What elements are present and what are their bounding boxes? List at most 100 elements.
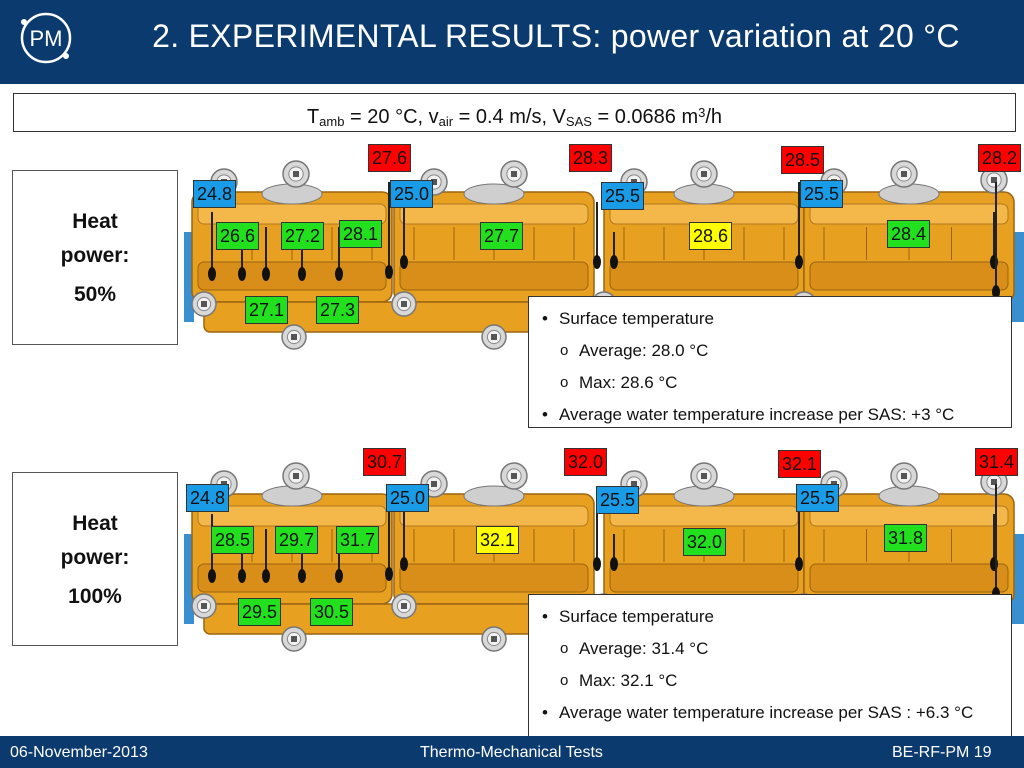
sub-bullet-item: Average: 28.0 °C (539, 335, 1003, 367)
flange-bolt (701, 473, 707, 479)
temp-outlet-tag: 28.5 (781, 146, 825, 174)
temp-surface-tag: 26.6 (216, 222, 260, 250)
temp-inlet-tag: 25.5 (596, 486, 640, 514)
pm-logo-icon: PM (20, 12, 72, 64)
temp-surface-tag: 28.5 (211, 526, 255, 554)
thermocouple-tip (992, 285, 1000, 299)
thermocouple-tip (238, 569, 246, 583)
cavity-bottom-rail (609, 261, 799, 291)
thermocouple-tip (795, 557, 803, 571)
header-bar: PM 2. EXPERIMENTAL RESULTS: power variat… (0, 0, 1024, 84)
waveguide-port (463, 485, 525, 507)
end-plate-left (184, 534, 194, 624)
temp-surface-tag: 27.1 (245, 296, 289, 324)
temp-surface-tag: 31.7 (336, 526, 380, 554)
temp-surface-tag: 27.3 (316, 296, 360, 324)
flange-bolt (291, 334, 297, 340)
flange-bolt (431, 179, 437, 185)
temp-outlet-tag: 30.7 (363, 448, 407, 476)
temp-surface-tag: 27.7 (480, 222, 524, 250)
temp-outlet-tag: 28.2 (978, 144, 1022, 172)
waveguide-port (878, 183, 940, 205)
thermocouple-tip (593, 557, 601, 571)
flange-bolt (401, 301, 407, 307)
waveguide-port (878, 485, 940, 507)
temp-inlet-tag: 25.5 (796, 484, 840, 512)
flange-bolt (293, 473, 299, 479)
cavity-bottom-rail (809, 563, 1009, 593)
end-plate-right (1012, 534, 1024, 624)
temp-surface-tag: 28.4 (887, 220, 931, 248)
thermocouple-tip (262, 569, 270, 583)
thermocouple-tip (208, 569, 216, 583)
svg-text:PM: PM (30, 26, 63, 51)
bullet-item: Surface temperature (539, 303, 1003, 335)
temp-surface-tag: 29.5 (238, 598, 282, 626)
heat-power-50-label: Heat power: 50% (12, 170, 178, 345)
temp-surface-tag: 28.1 (339, 220, 383, 248)
temp-surface-tag: 32.0 (683, 528, 727, 556)
thermocouple-tip (335, 267, 343, 281)
flange-bolt (293, 171, 299, 177)
thermocouple-tip (795, 255, 803, 269)
thermocouple-tip (208, 267, 216, 281)
flange-bolt (291, 636, 297, 642)
cavity-bottom-rail (399, 563, 589, 593)
flange-bolt (701, 171, 707, 177)
thermocouple-tip (610, 557, 618, 571)
footer-page-number: BE-RF-PM 19 (892, 744, 992, 761)
footer-date: 06-November-2013 (10, 744, 148, 761)
flange-bolt (431, 481, 437, 487)
temp-outlet-tag: 31.4 (975, 448, 1019, 476)
waveguide-port (463, 183, 525, 205)
temp-surface-tag: 30.5 (310, 598, 354, 626)
thermocouple-tip (335, 569, 343, 583)
thermocouple-tip (298, 267, 306, 281)
sub-bullet-item: Max: 28.6 °C (539, 367, 1003, 399)
flange-bolt (511, 171, 517, 177)
thermocouple-tip (400, 255, 408, 269)
results-summary-50: Surface temperature Average: 28.0 °C Max… (528, 296, 1012, 431)
flange-bolt (901, 171, 907, 177)
temp-inlet-tag: 24.8 (193, 180, 237, 208)
end-plate-left (184, 232, 194, 322)
footer-bar: 06-November-2013 Thermo-Mechanical Tests… (0, 736, 1024, 768)
temp-inlet-tag: 25.0 (386, 484, 430, 512)
cavity-bottom-rail (809, 261, 1009, 291)
flange-bolt (901, 473, 907, 479)
thermocouple-tip (385, 567, 393, 581)
thermocouple-tip (610, 255, 618, 269)
thermocouple-tip (385, 265, 393, 279)
thermocouple-tip (238, 267, 246, 281)
thermocouple-tip (262, 267, 270, 281)
cavity-bottom-rail (197, 563, 387, 593)
temp-inlet-tag: 25.5 (800, 180, 844, 208)
flange-bolt (631, 481, 637, 487)
flange-bolt (491, 636, 497, 642)
sub-bullet-item: Average: 31.4 °C (539, 633, 1003, 665)
temp-inlet-tag: 24.8 (186, 484, 230, 512)
end-plate-right (1012, 232, 1024, 322)
temp-outlet-tag: 32.0 (564, 448, 608, 476)
temp-inlet-tag: 25.5 (601, 182, 645, 210)
flange-bolt (201, 603, 207, 609)
flange-bolt (991, 479, 997, 485)
temp-surface-tag: 31.8 (884, 524, 928, 552)
temp-surface-tag: 27.2 (281, 222, 325, 250)
bullet-item: Surface temperature (539, 601, 1003, 633)
temp-inlet-tag: 25.0 (390, 180, 434, 208)
bullet-item: Average water temperature increase per S… (539, 399, 1003, 431)
test-conditions: Tamb = 20 °C, vair = 0.4 m/s, VSAS = 0.0… (13, 93, 1016, 132)
thermocouple-tip (400, 557, 408, 571)
flange-bolt (401, 603, 407, 609)
thermocouple-tip (593, 255, 601, 269)
cavity-bottom-rail (399, 261, 589, 291)
bullet-item: Average water temperature increase per S… (539, 697, 1003, 729)
cavity-bottom-rail (609, 563, 799, 593)
flange-bolt (991, 177, 997, 183)
slide-title: 2. EXPERIMENTAL RESULTS: power variation… (152, 18, 960, 54)
thermocouple-tip (298, 569, 306, 583)
footer-title: Thermo-Mechanical Tests (420, 744, 603, 761)
cavity-bottom-rail (197, 261, 387, 291)
